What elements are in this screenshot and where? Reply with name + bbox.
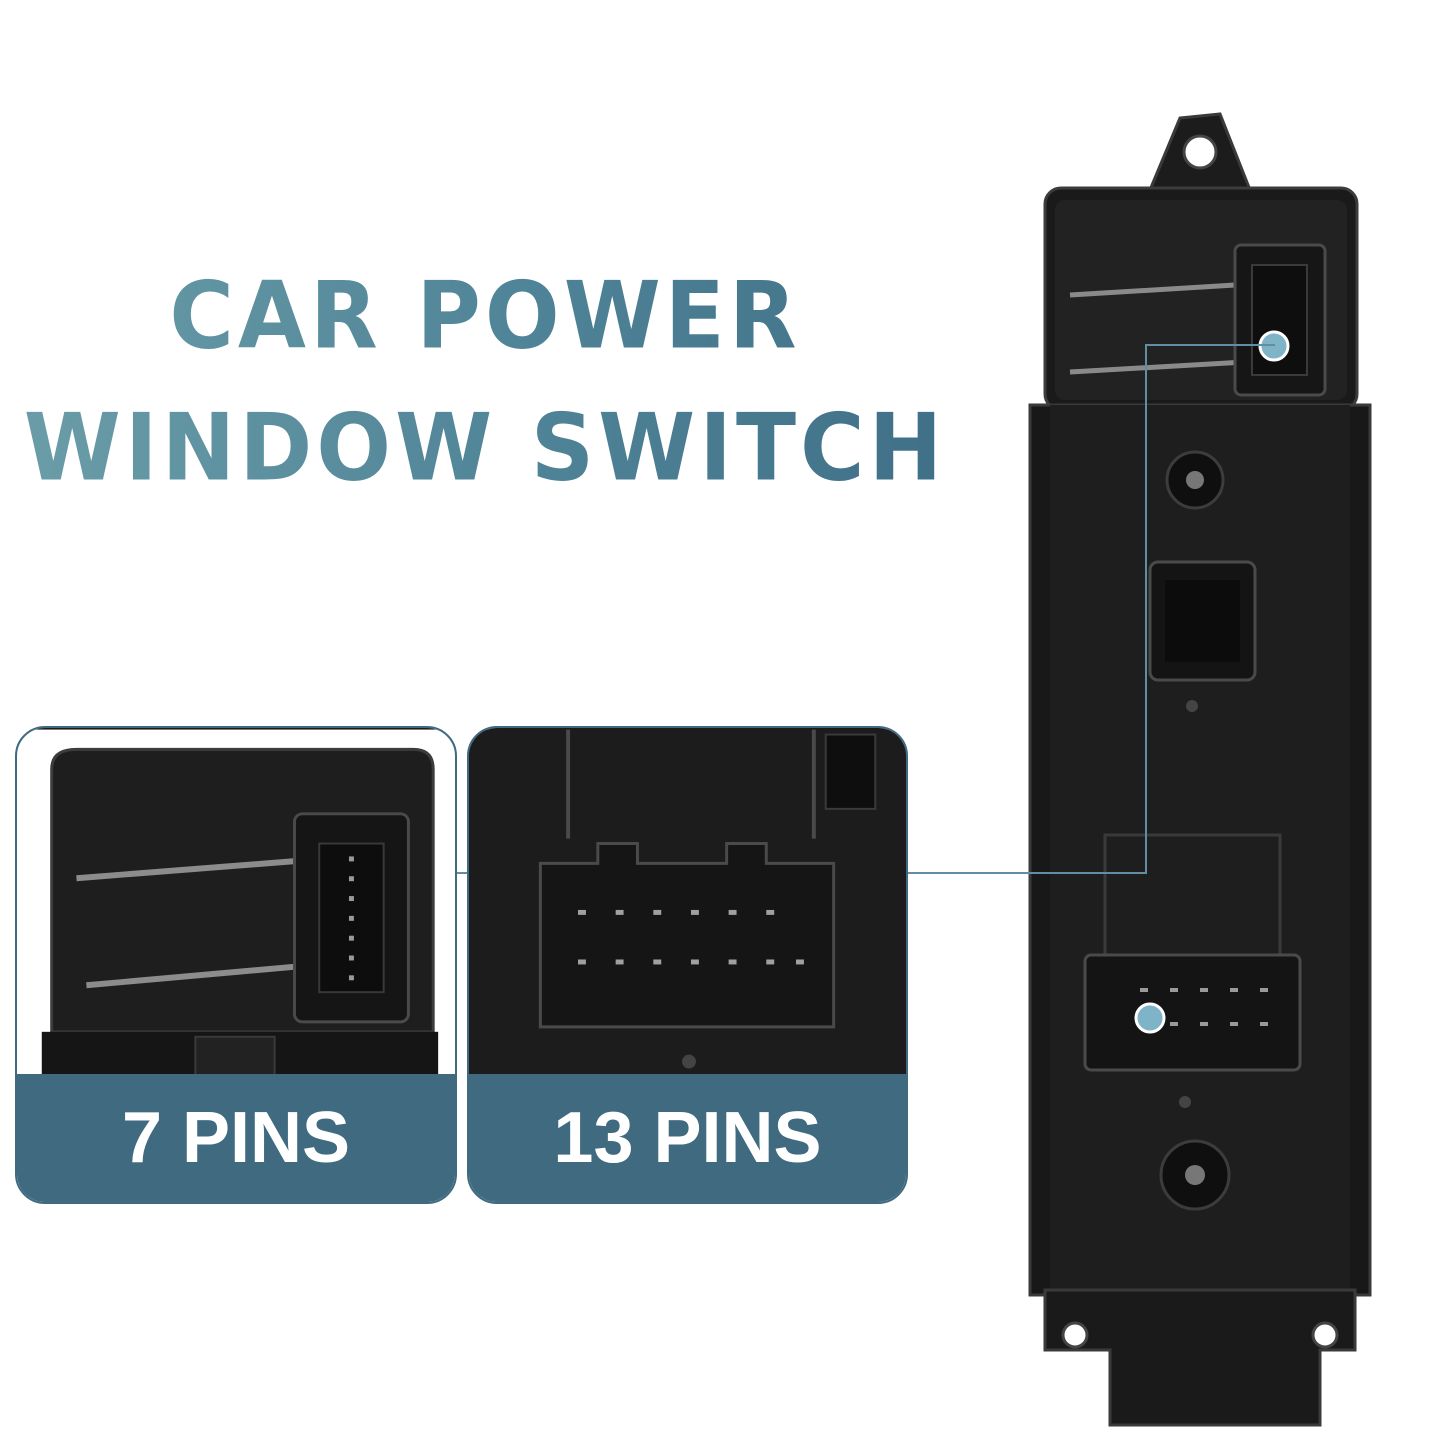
- callout-line-vertical: [1145, 344, 1147, 874]
- callout-label-13-pins: 13 PINS: [469, 1074, 906, 1202]
- callout-line-horizontal-mid: [908, 872, 1146, 874]
- window-switch-product-image: [1020, 100, 1380, 1430]
- callout-label-7-pins: 7 PINS: [17, 1074, 455, 1202]
- product-title-line-1: CAR POWER: [0, 269, 970, 362]
- callout-card-7-pins: 7 PINS: [15, 726, 457, 1204]
- product-title-line-2: WINDOW SWITCH: [0, 401, 970, 494]
- callout-line-between-cards: [457, 872, 467, 874]
- callout-line-horizontal-top: [1145, 344, 1275, 346]
- zoom-image-13-pin-connector: [469, 728, 906, 1078]
- callout-dot-7-pins: [1258, 330, 1290, 362]
- callout-card-13-pins: 13 PINS: [467, 726, 908, 1204]
- zoom-image-7-pin-connector: [17, 728, 455, 1078]
- callout-dot-13-pins: [1134, 1002, 1166, 1034]
